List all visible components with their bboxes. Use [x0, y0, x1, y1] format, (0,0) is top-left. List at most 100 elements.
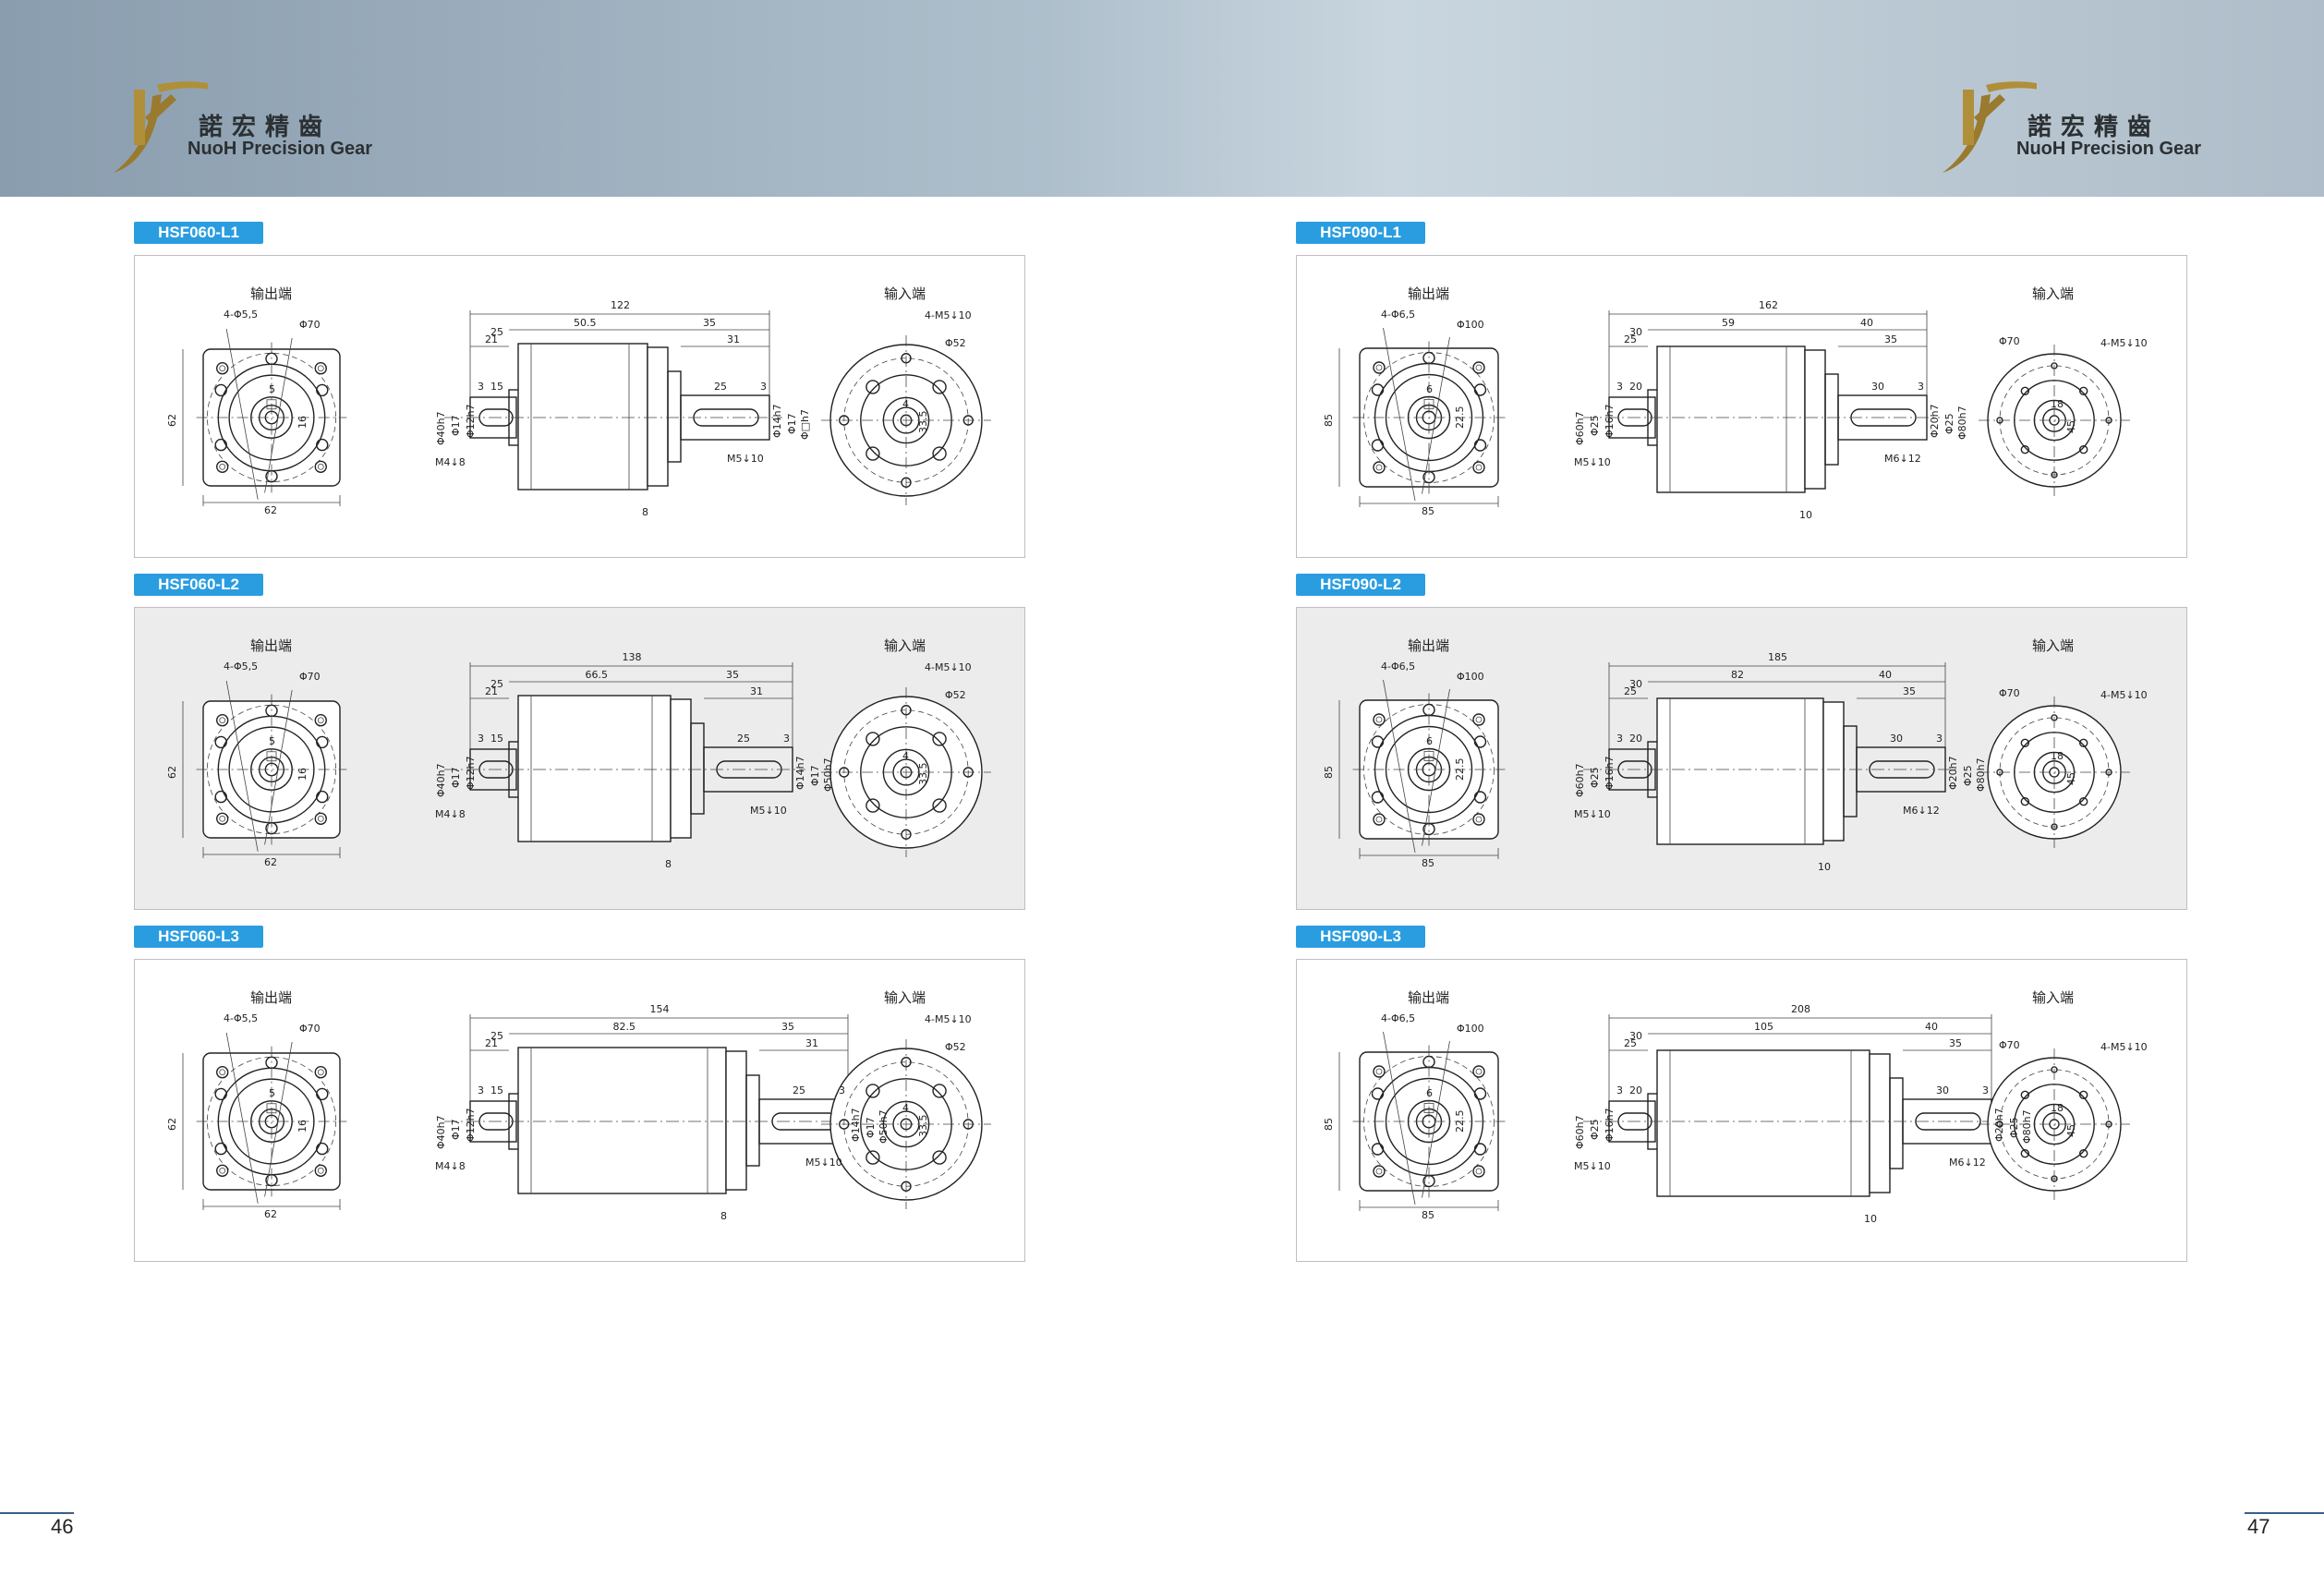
output-end-label: 输出端	[1408, 637, 1450, 654]
rear-3-dim: 3	[1982, 1084, 1989, 1096]
rear-31-dim: 35	[1903, 685, 1916, 697]
total-length-dim: 138	[622, 651, 642, 663]
page-number-right: 47	[2247, 1515, 2270, 1538]
vert-dim-d: Φ14h7	[771, 404, 783, 438]
model-tag: HSF060-L1	[134, 222, 263, 244]
front-21-dim: 21	[485, 685, 498, 697]
input-holes-dim: 4-M5↓10	[925, 1013, 972, 1025]
brand-logo-left: 諾宏精齒 NuoH Precision Gear	[106, 76, 383, 177]
output-end-label: 输出端	[1408, 285, 1450, 302]
front-15-dim: 15	[490, 1084, 503, 1096]
vert-dim-f: Φ□h7	[799, 408, 811, 440]
front-21-dim: 21	[485, 1037, 498, 1049]
inner-dim: 16	[296, 1120, 309, 1133]
input-key-dim: 4	[902, 1102, 909, 1114]
rear-thread-dim: M6↓12	[1884, 453, 1921, 465]
center-dim: 6	[1426, 734, 1433, 747]
front-thread-dim: M5↓10	[1574, 808, 1611, 820]
input-end-label: 输入端	[2032, 989, 2075, 1006]
front-3-dim: 3	[1616, 1084, 1623, 1096]
input-end-view	[821, 335, 991, 505]
vert-dim-b: Φ25	[1589, 1119, 1601, 1140]
total-length-dim: 154	[649, 1003, 670, 1015]
front-15-dim: 20	[1629, 381, 1642, 393]
vert-dim-b: Φ17	[450, 415, 462, 436]
rear-31-dim: 31	[750, 685, 763, 697]
height-dim: 62	[166, 414, 178, 427]
front-thread-dim: M4↓8	[435, 1160, 466, 1172]
model-tag: HSF060-L2	[134, 574, 263, 596]
input-end-label: 输入端	[2032, 637, 2075, 654]
input-key-dim: 18	[2051, 398, 2064, 410]
input-end-label: 输入端	[884, 285, 926, 302]
height-dim: 85	[1323, 414, 1335, 427]
input-pcd-dim: Φ70	[1999, 687, 2020, 699]
vert-dim-e: Φ17	[786, 413, 798, 434]
center-dim: 6	[1426, 1086, 1433, 1099]
rear-25-dim: 30	[1936, 1084, 1949, 1096]
input-holes-dim: 4-M5↓10	[925, 661, 972, 673]
rear-25-dim: 30	[1890, 733, 1903, 745]
front-21-dim: 25	[1624, 685, 1637, 697]
input-pcd-dim: Φ70	[1999, 1039, 2020, 1051]
vert-dim-e: Φ25	[1943, 413, 1955, 434]
footer-line-right	[2245, 1512, 2324, 1514]
bolt-hole-dim: 4-Φ5,5	[224, 1012, 259, 1024]
technical-drawing	[182, 662, 991, 858]
technical-drawing	[1338, 310, 2130, 507]
logo-mark-icon	[1943, 81, 2037, 173]
pcd-dim: Φ70	[299, 319, 321, 331]
input-key-dim: 4	[902, 750, 909, 762]
model-tag: HSF090-L1	[1296, 222, 1425, 244]
vert-dim-c: Φ16h7	[1604, 404, 1616, 438]
side-view	[444, 1014, 861, 1194]
input-holes-dim: 4-M5↓10	[2100, 337, 2148, 349]
front-length-dim: 30	[1629, 326, 1642, 338]
rear-length-dim: 35	[781, 1021, 794, 1033]
technical-drawing	[182, 310, 991, 506]
output-end-view	[182, 328, 347, 506]
output-end-label: 输出端	[250, 637, 293, 654]
center-dim: 6	[1426, 382, 1433, 395]
bottom-gap-dim: 8	[665, 858, 672, 870]
vert-dim-e: Φ25	[2008, 1117, 2020, 1138]
vert-dim-b: Φ17	[450, 1119, 462, 1140]
total-length-dim: 185	[1768, 651, 1787, 663]
bolt-hole-dim: 4-Φ6,5	[1381, 309, 1416, 321]
height-dim: 85	[1323, 766, 1335, 779]
vert-dim-d: Φ20h7	[1947, 756, 1959, 790]
rear-thread-dim: M6↓12	[1903, 805, 1940, 817]
output-end-label: 输出端	[1408, 989, 1450, 1006]
inner-dim: 16	[296, 768, 309, 781]
front-21-dim: 21	[485, 333, 498, 345]
input-diameter-dim: 45	[2065, 772, 2077, 785]
vert-dim-c: Φ12h7	[465, 1108, 477, 1142]
rear-length-dim: 40	[1860, 317, 1873, 329]
rear-3-dim: 3	[783, 733, 790, 745]
input-holes-dim: 4-M5↓10	[925, 309, 972, 321]
total-length-dim: 162	[1759, 299, 1778, 311]
total-length-dim: 208	[1791, 1003, 1810, 1015]
front-15-dim: 15	[490, 381, 503, 393]
bottom-gap-dim: 10	[1864, 1213, 1877, 1225]
bolt-hole-dim: 4-Φ5,5	[224, 309, 259, 321]
height-dim: 62	[166, 766, 178, 779]
width-dim: 62	[264, 504, 277, 516]
input-key-dim: 4	[902, 398, 909, 410]
front-length-dim: 25	[490, 678, 503, 690]
side-view	[444, 662, 805, 842]
output-end-view	[182, 680, 347, 858]
brand-en: NuoH Precision Gear	[188, 139, 373, 159]
input-key-dim: 18	[2051, 750, 2064, 762]
rear-thread-dim: M5↓10	[727, 453, 764, 465]
output-end-label: 输出端	[250, 285, 293, 302]
side-view	[444, 310, 782, 491]
rear-31-dim: 31	[727, 333, 740, 345]
input-holes-dim: 4-M5↓10	[2100, 689, 2148, 701]
